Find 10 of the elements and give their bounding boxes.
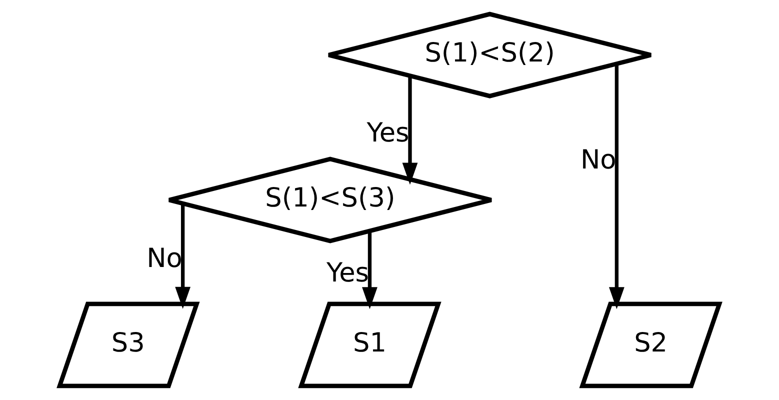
node-diamond: S(1)<S(2) (326, 12, 654, 98)
arrow (362, 231, 378, 310)
edge-label: Yes (366, 118, 410, 148)
node-diamond: S(1)<S(3) (166, 156, 494, 244)
arrow (402, 76, 418, 185)
edge-label: No (146, 244, 182, 274)
arrow (608, 64, 624, 310)
edge-label: Yes (326, 258, 370, 288)
arrow (175, 204, 191, 309)
edge-label: No (580, 145, 616, 176)
